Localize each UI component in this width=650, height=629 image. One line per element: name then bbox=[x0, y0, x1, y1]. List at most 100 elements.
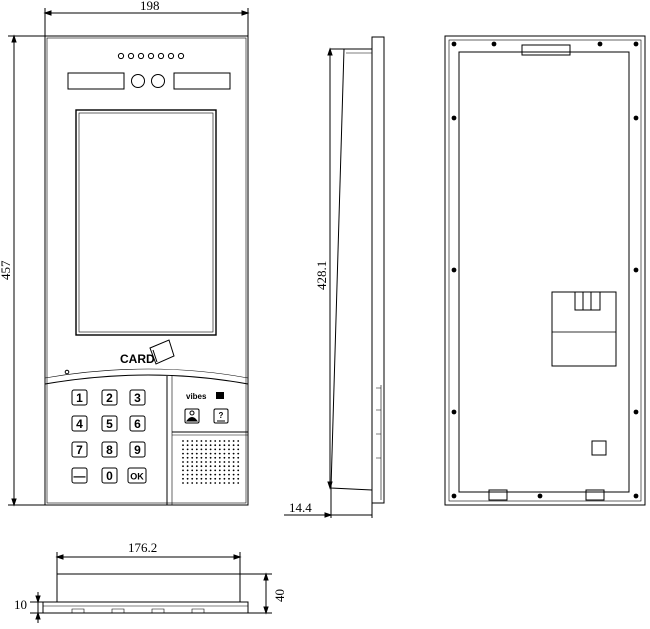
grille-hole bbox=[205, 461, 207, 463]
grille-hole bbox=[205, 440, 207, 442]
grille-hole bbox=[218, 452, 221, 455]
grille-hole bbox=[228, 456, 230, 459]
front-height-dimension: 457 bbox=[0, 34, 45, 507]
grille-hole bbox=[195, 461, 198, 463]
screw-hole bbox=[633, 267, 639, 273]
grille-hole bbox=[195, 456, 198, 459]
grille-hole bbox=[223, 473, 226, 476]
key-2[interactable]: 2 bbox=[101, 389, 118, 406]
svg-text:2: 2 bbox=[106, 391, 113, 405]
grille-hole bbox=[182, 456, 184, 459]
key-7[interactable]: 7 bbox=[71, 441, 88, 458]
top-mounting-tab bbox=[521, 44, 571, 56]
screw-hole bbox=[633, 493, 639, 499]
grille-hole bbox=[195, 469, 198, 472]
grille-hole bbox=[218, 456, 221, 459]
grille-hole bbox=[205, 473, 207, 476]
keypad: 1 2 3 4 5 6 7 8 9 — 0 OK bbox=[71, 389, 147, 484]
grille-hole bbox=[228, 465, 230, 468]
grille-hole bbox=[209, 452, 212, 455]
front-view: 1 98 457 bbox=[0, 0, 250, 507]
grille-hole bbox=[205, 456, 207, 459]
grille-hole bbox=[232, 461, 235, 463]
grille-hole bbox=[200, 482, 203, 484]
back-outer-frame bbox=[444, 35, 646, 506]
keypad-top-curve-outer bbox=[44, 368, 249, 379]
svg-text:6: 6 bbox=[134, 417, 141, 431]
key-1[interactable]: 1 bbox=[71, 389, 88, 406]
bottom-depth-label: 10 bbox=[14, 597, 27, 612]
speaker-grille bbox=[182, 440, 240, 484]
key-3[interactable]: 3 bbox=[129, 389, 146, 406]
grille-hole bbox=[228, 448, 230, 451]
grille-hole bbox=[209, 456, 212, 459]
svg-text:?: ? bbox=[219, 411, 224, 420]
bottom-tab-left bbox=[488, 489, 508, 501]
svg-text:3: 3 bbox=[134, 391, 141, 405]
grille-hole bbox=[232, 440, 235, 442]
grille-hole bbox=[237, 440, 240, 442]
grille-hole bbox=[186, 461, 189, 463]
grille-hole bbox=[237, 482, 240, 484]
grille-hole bbox=[228, 444, 230, 447]
camera-lens-left bbox=[131, 74, 145, 88]
grille-hole bbox=[182, 465, 184, 468]
grille-hole bbox=[191, 452, 194, 455]
back-view bbox=[444, 35, 646, 506]
key-0[interactable]: 0 bbox=[101, 467, 118, 484]
grille-hole bbox=[186, 465, 189, 468]
grille-hole bbox=[200, 461, 203, 463]
grille-hole bbox=[205, 448, 207, 451]
grille-hole bbox=[195, 477, 198, 480]
camera-lens-right bbox=[151, 74, 165, 88]
grille-hole bbox=[200, 452, 203, 455]
grille-hole bbox=[223, 465, 226, 468]
grille-hole bbox=[205, 469, 207, 472]
grille-hole bbox=[218, 448, 221, 451]
side-height-label: 428.1 bbox=[314, 261, 329, 290]
brand-logo-mark bbox=[216, 392, 224, 399]
key-9[interactable]: 9 bbox=[129, 441, 146, 458]
grille-hole bbox=[223, 452, 226, 455]
key-dash[interactable]: — bbox=[71, 467, 88, 484]
key-ok[interactable]: OK bbox=[127, 467, 147, 484]
grille-hole bbox=[237, 477, 240, 480]
grille-hole bbox=[223, 444, 226, 447]
grille-hole bbox=[182, 469, 184, 472]
right-light-window bbox=[173, 72, 231, 90]
grille-hole bbox=[182, 452, 184, 455]
grille-hole bbox=[237, 448, 240, 451]
grille-hole bbox=[232, 469, 235, 472]
grille-hole bbox=[186, 456, 189, 459]
grille-hole bbox=[232, 456, 235, 459]
grille-hole bbox=[223, 469, 226, 472]
grille-hole bbox=[209, 482, 212, 484]
key-6[interactable]: 6 bbox=[129, 415, 146, 432]
grille-hole bbox=[218, 465, 221, 468]
key-4[interactable]: 4 bbox=[71, 415, 88, 432]
grille-hole bbox=[191, 440, 194, 442]
key-8[interactable]: 8 bbox=[101, 441, 118, 458]
grille-hole bbox=[223, 482, 226, 484]
brand-logo-text: vibes bbox=[186, 392, 207, 401]
side-view: 428.1 14.4 bbox=[284, 36, 385, 518]
concierge-call-button[interactable] bbox=[184, 408, 200, 424]
grille-hole bbox=[186, 477, 189, 480]
card-label: CARD bbox=[120, 352, 155, 366]
grille-hole bbox=[186, 440, 189, 442]
grille-hole bbox=[205, 477, 207, 480]
bottom-view: 176.2 10 40 bbox=[14, 540, 287, 623]
grille-hole bbox=[237, 456, 240, 459]
grille-hole bbox=[205, 482, 207, 484]
grille-hole bbox=[214, 452, 217, 455]
microphone-hole bbox=[64, 369, 70, 375]
help-button[interactable]: ? bbox=[213, 408, 229, 424]
grille-hole bbox=[232, 452, 235, 455]
grille-hole bbox=[232, 477, 235, 480]
display-screen bbox=[75, 109, 217, 336]
key-5[interactable]: 5 bbox=[101, 415, 118, 432]
grille-hole bbox=[195, 440, 198, 442]
grille-hole bbox=[191, 461, 194, 463]
grille-hole bbox=[205, 465, 207, 468]
